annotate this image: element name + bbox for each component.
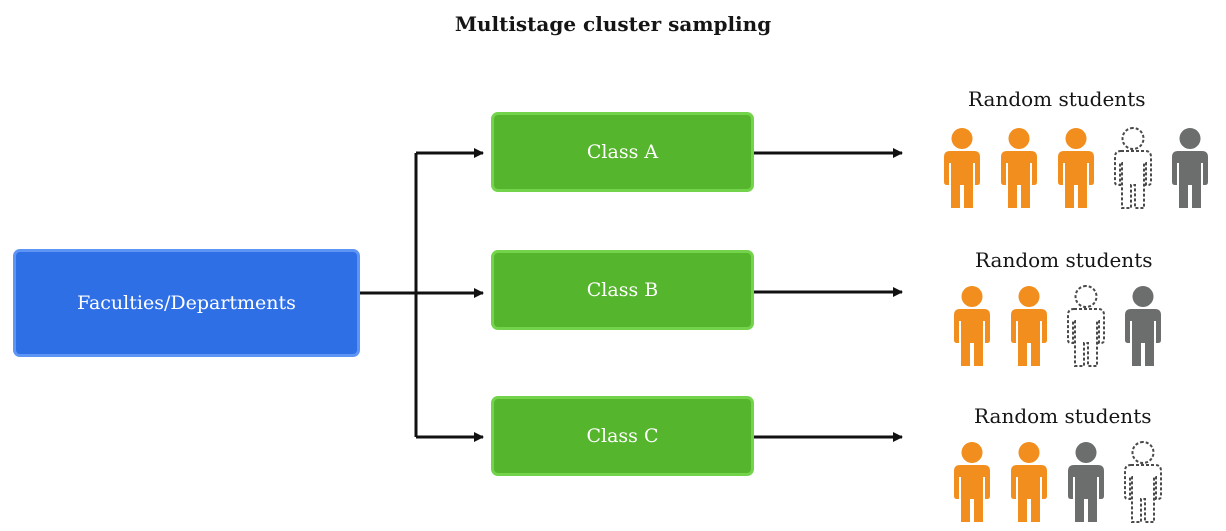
student-selected-icon <box>1058 128 1094 208</box>
student-not-selected-icon <box>1125 286 1161 366</box>
student-selected-icon <box>1011 286 1047 366</box>
faculties-departments-box: Faculties/Departments <box>13 249 360 357</box>
student-not-selected-icon <box>1068 442 1104 522</box>
class-c-label: Class C <box>586 425 659 447</box>
student-not-selected-icon <box>1172 128 1208 208</box>
student-selected-icon <box>944 128 980 208</box>
class-c-box: Class C <box>491 396 754 476</box>
student-outline-icon <box>1114 127 1152 209</box>
student-outline-icon <box>1124 441 1162 523</box>
student-outline-icon <box>1067 285 1105 367</box>
student-group-c <box>946 440 1169 524</box>
faculties-departments-label: Faculties/Departments <box>77 292 296 314</box>
student-group-a <box>936 126 1216 210</box>
class-b-label: Class B <box>586 279 659 301</box>
student-selected-icon <box>1011 442 1047 522</box>
random-students-label-b: Random students <box>975 248 1153 272</box>
student-selected-icon <box>954 286 990 366</box>
class-b-box: Class B <box>491 250 754 330</box>
student-group-b <box>946 284 1169 368</box>
random-students-label-c: Random students <box>974 404 1152 428</box>
class-a-label: Class A <box>586 141 659 163</box>
student-selected-icon <box>954 442 990 522</box>
random-students-label-a: Random students <box>968 87 1146 111</box>
diagram-title: Multistage cluster sampling <box>454 12 772 36</box>
student-selected-icon <box>1001 128 1037 208</box>
class-a-box: Class A <box>491 112 754 192</box>
